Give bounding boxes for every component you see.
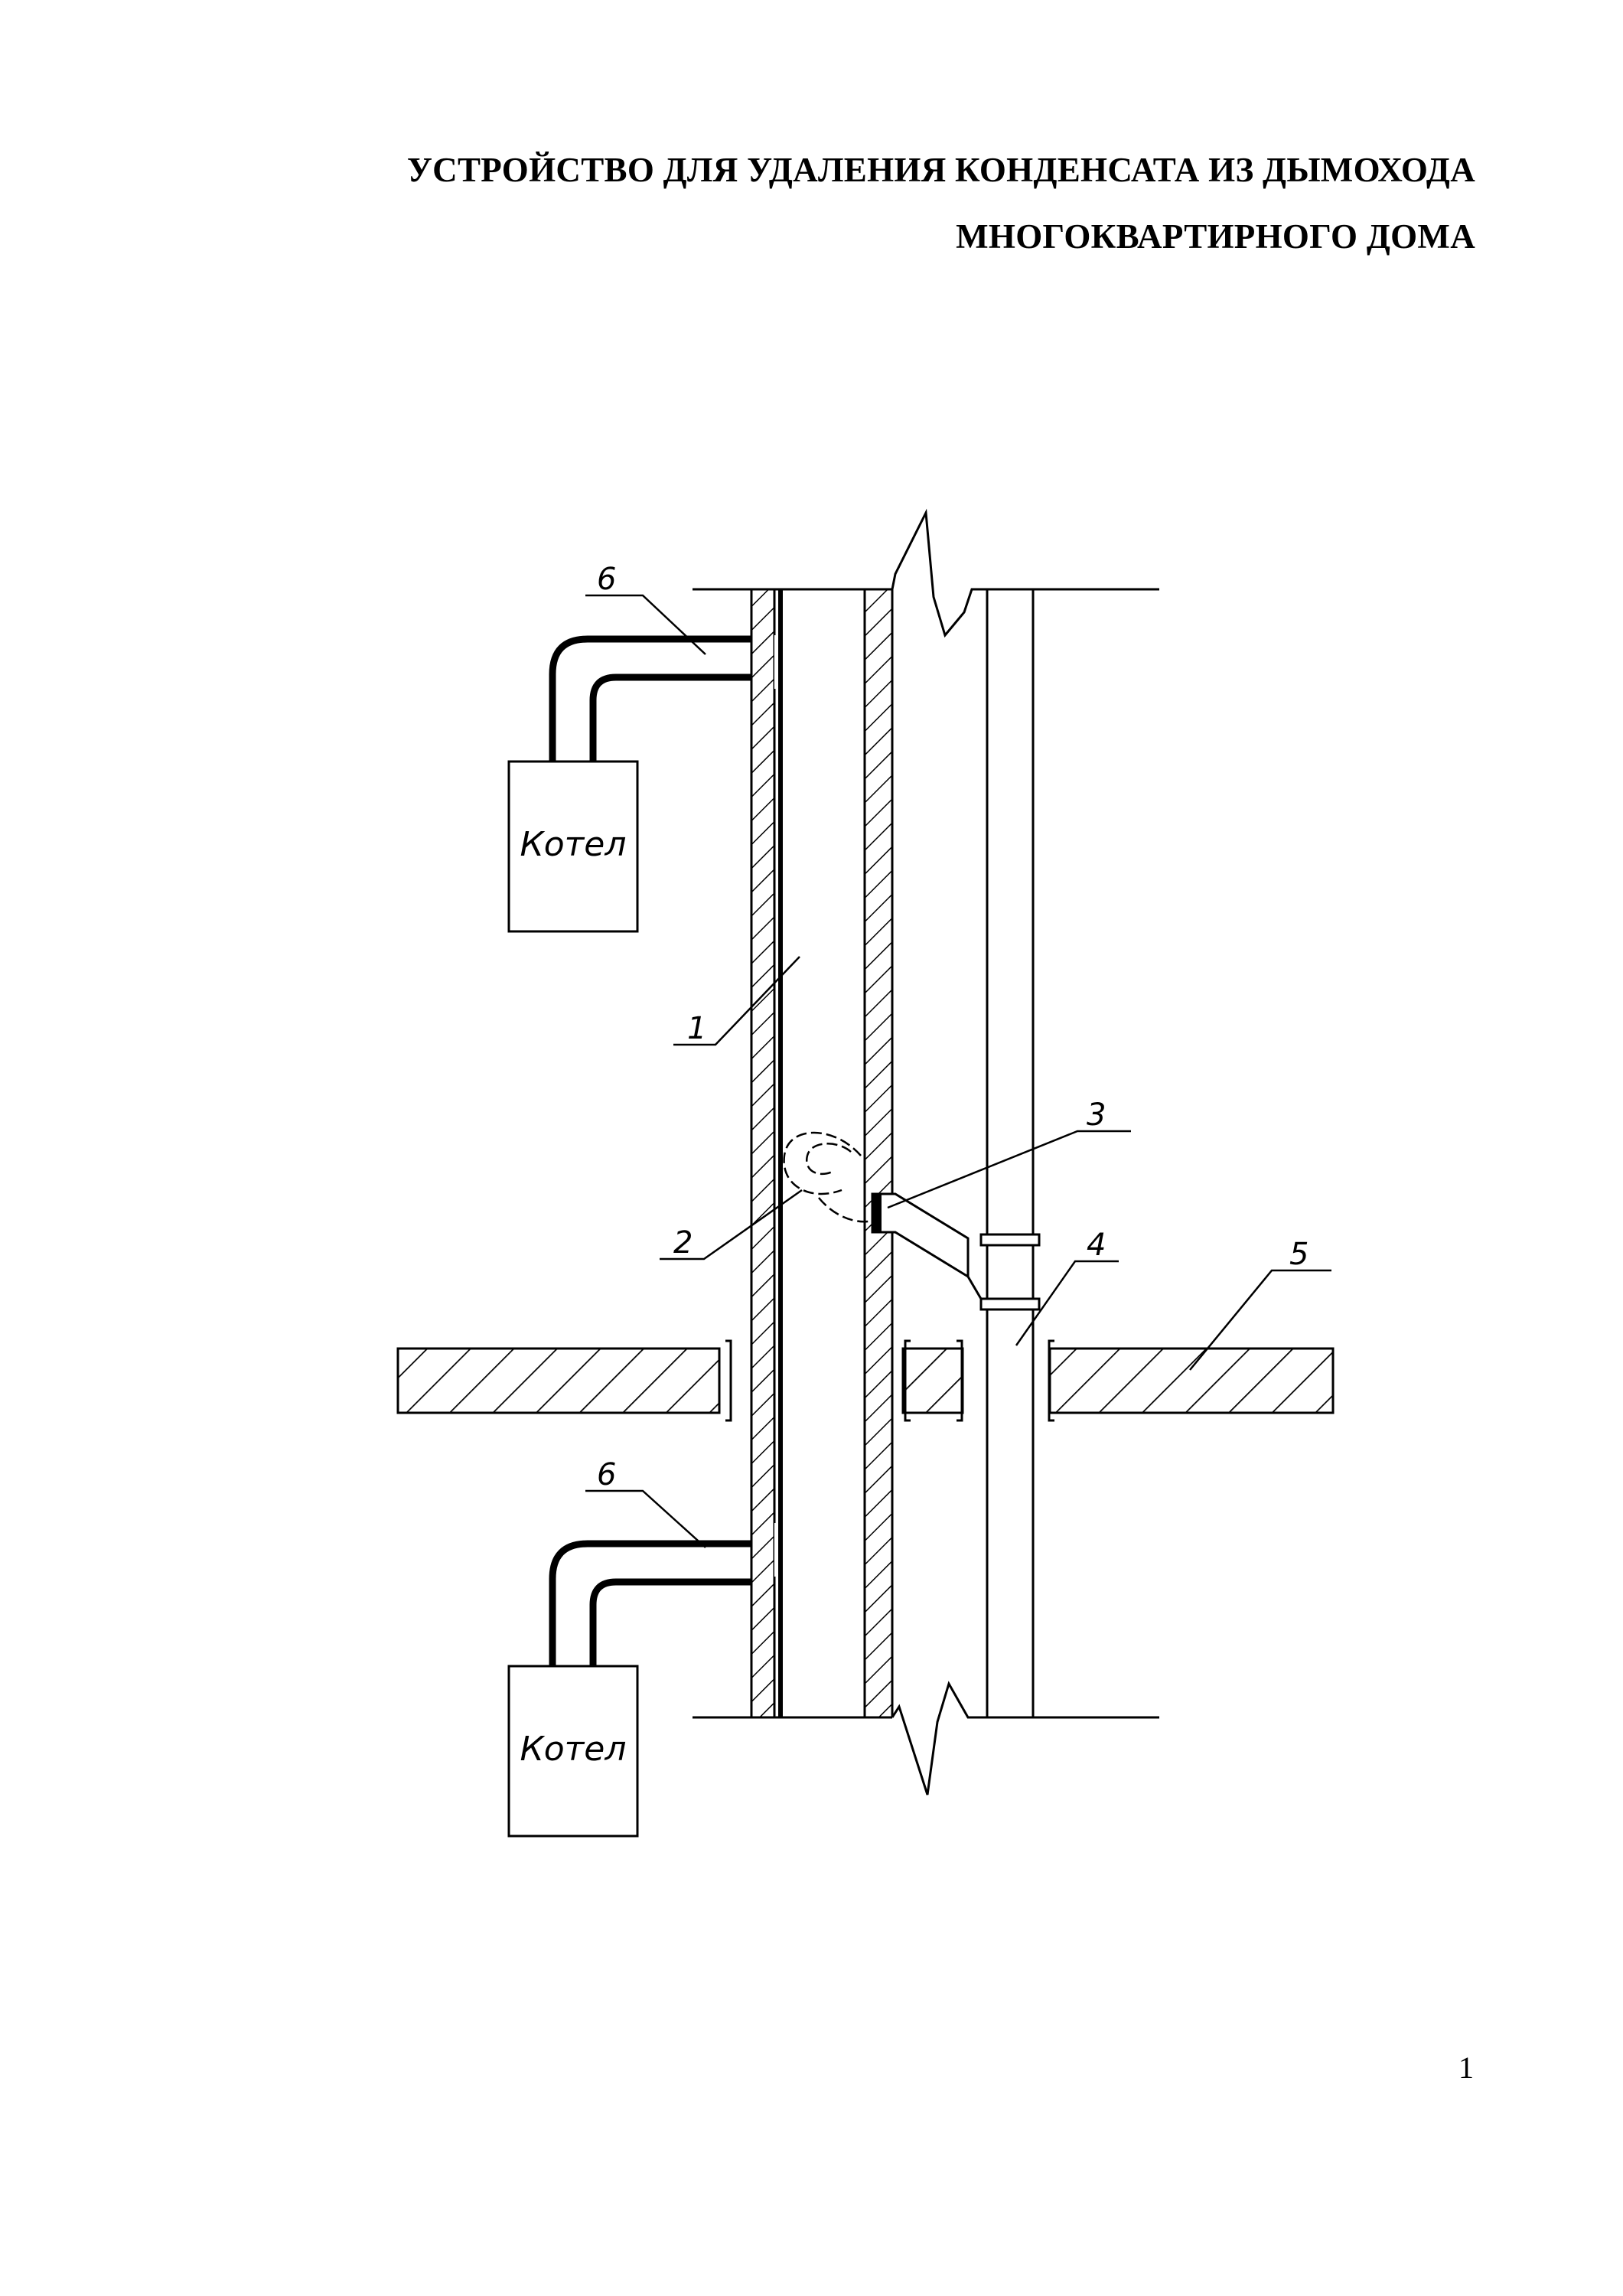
floor-slab bbox=[396, 1339, 1335, 1422]
callout-3: 3 bbox=[1087, 1097, 1106, 1133]
break-lines bbox=[693, 508, 1159, 1795]
callout-2: 2 bbox=[673, 1225, 693, 1261]
chimney-wall-right bbox=[863, 589, 894, 1717]
flue-connector-bottom bbox=[549, 1540, 751, 1666]
callout-4: 4 bbox=[1087, 1228, 1106, 1263]
page-title-line-2: МНОГОКВАРТИРНОГО ДОМА bbox=[956, 217, 1475, 256]
boiler-top: Котел bbox=[507, 760, 639, 933]
callout-6-top: 6 bbox=[597, 562, 616, 597]
flue-connector-top bbox=[549, 635, 751, 762]
callout-5: 5 bbox=[1289, 1237, 1309, 1272]
callout-6-bottom: 6 bbox=[597, 1457, 616, 1492]
page-number: 1 bbox=[1458, 2050, 1474, 2085]
leader-lines bbox=[585, 594, 1331, 1548]
boiler-bottom: Котел bbox=[507, 1665, 639, 1838]
drain-pipe bbox=[979, 589, 1041, 1717]
boiler-label-top: Котел bbox=[520, 825, 627, 864]
condensate-vortex bbox=[783, 1131, 873, 1223]
boiler-label-bottom: Котел bbox=[520, 1730, 627, 1769]
drain-outlet bbox=[871, 1192, 983, 1300]
chimney-wall-left bbox=[750, 589, 788, 1717]
page-title-line-1: УСТРОЙСТВО ДЛЯ УДАЛЕНИЯ КОНДЕНСАТА ИЗ ДЫ… bbox=[406, 151, 1475, 189]
callout-1: 1 bbox=[687, 1011, 706, 1046]
